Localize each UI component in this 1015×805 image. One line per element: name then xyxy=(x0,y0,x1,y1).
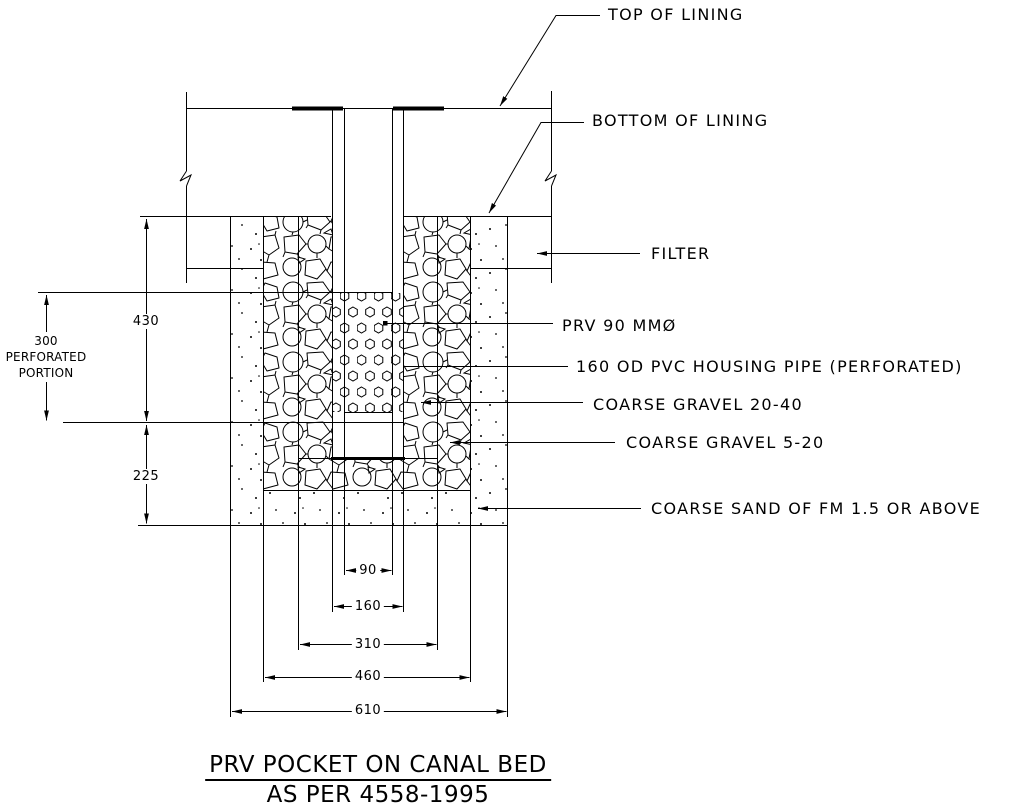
label-coarse-sand: COARSE SAND OF FM 1.5 OR ABOVE xyxy=(651,499,981,518)
label-bottom-of-lining: BOTTOM OF LINING xyxy=(592,111,769,130)
label-prv: PRV 90 MMØ xyxy=(562,316,677,335)
break-symbols xyxy=(179,170,557,187)
dim-90: 90 xyxy=(356,563,380,578)
drawing-subtitle: AS PER 4558-1995 xyxy=(266,782,490,805)
dim-430: 430 xyxy=(129,314,163,329)
dim-160: 160 xyxy=(351,599,385,614)
break-symbol-left xyxy=(179,170,192,187)
structure-lines xyxy=(38,91,552,717)
dim-310: 310 xyxy=(351,637,385,652)
coarse-gravel-hatch xyxy=(263,216,470,490)
dim-perforated-word: PERFORATED xyxy=(5,350,87,364)
coarse-sand-hatch xyxy=(230,216,507,525)
dim-460: 460 xyxy=(351,669,385,684)
dim-portion-word: PORTION xyxy=(18,366,74,380)
drawing-title-text: PRV POCKET ON CANAL BED xyxy=(205,752,551,781)
dim-300-perforated-portion: 300 PERFORATED PORTION xyxy=(3,332,89,382)
leader-top-of-lining xyxy=(499,15,600,107)
leader-prv-origin-dot xyxy=(383,321,388,326)
label-housing-pipe: 160 OD PVC HOUSING PIPE (PERFORATED) xyxy=(576,357,963,376)
leader-lines xyxy=(383,15,641,511)
dim-300-value: 300 xyxy=(34,334,58,348)
dim-610: 610 xyxy=(351,703,385,718)
drawing-title: PRV POCKET ON CANAL BED xyxy=(205,752,551,781)
perforated-pipe-hatch xyxy=(332,293,403,412)
leader-bottom-of-lining xyxy=(488,122,584,214)
break-symbol-right xyxy=(544,170,557,187)
label-filter: FILTER xyxy=(651,244,711,263)
label-gravel-5-20: COARSE GRAVEL 5-20 xyxy=(626,433,825,452)
dim-225: 225 xyxy=(129,469,163,484)
label-gravel-20-40: COARSE GRAVEL 20-40 xyxy=(593,395,803,414)
label-top-of-lining: TOP OF LINING xyxy=(608,5,744,24)
